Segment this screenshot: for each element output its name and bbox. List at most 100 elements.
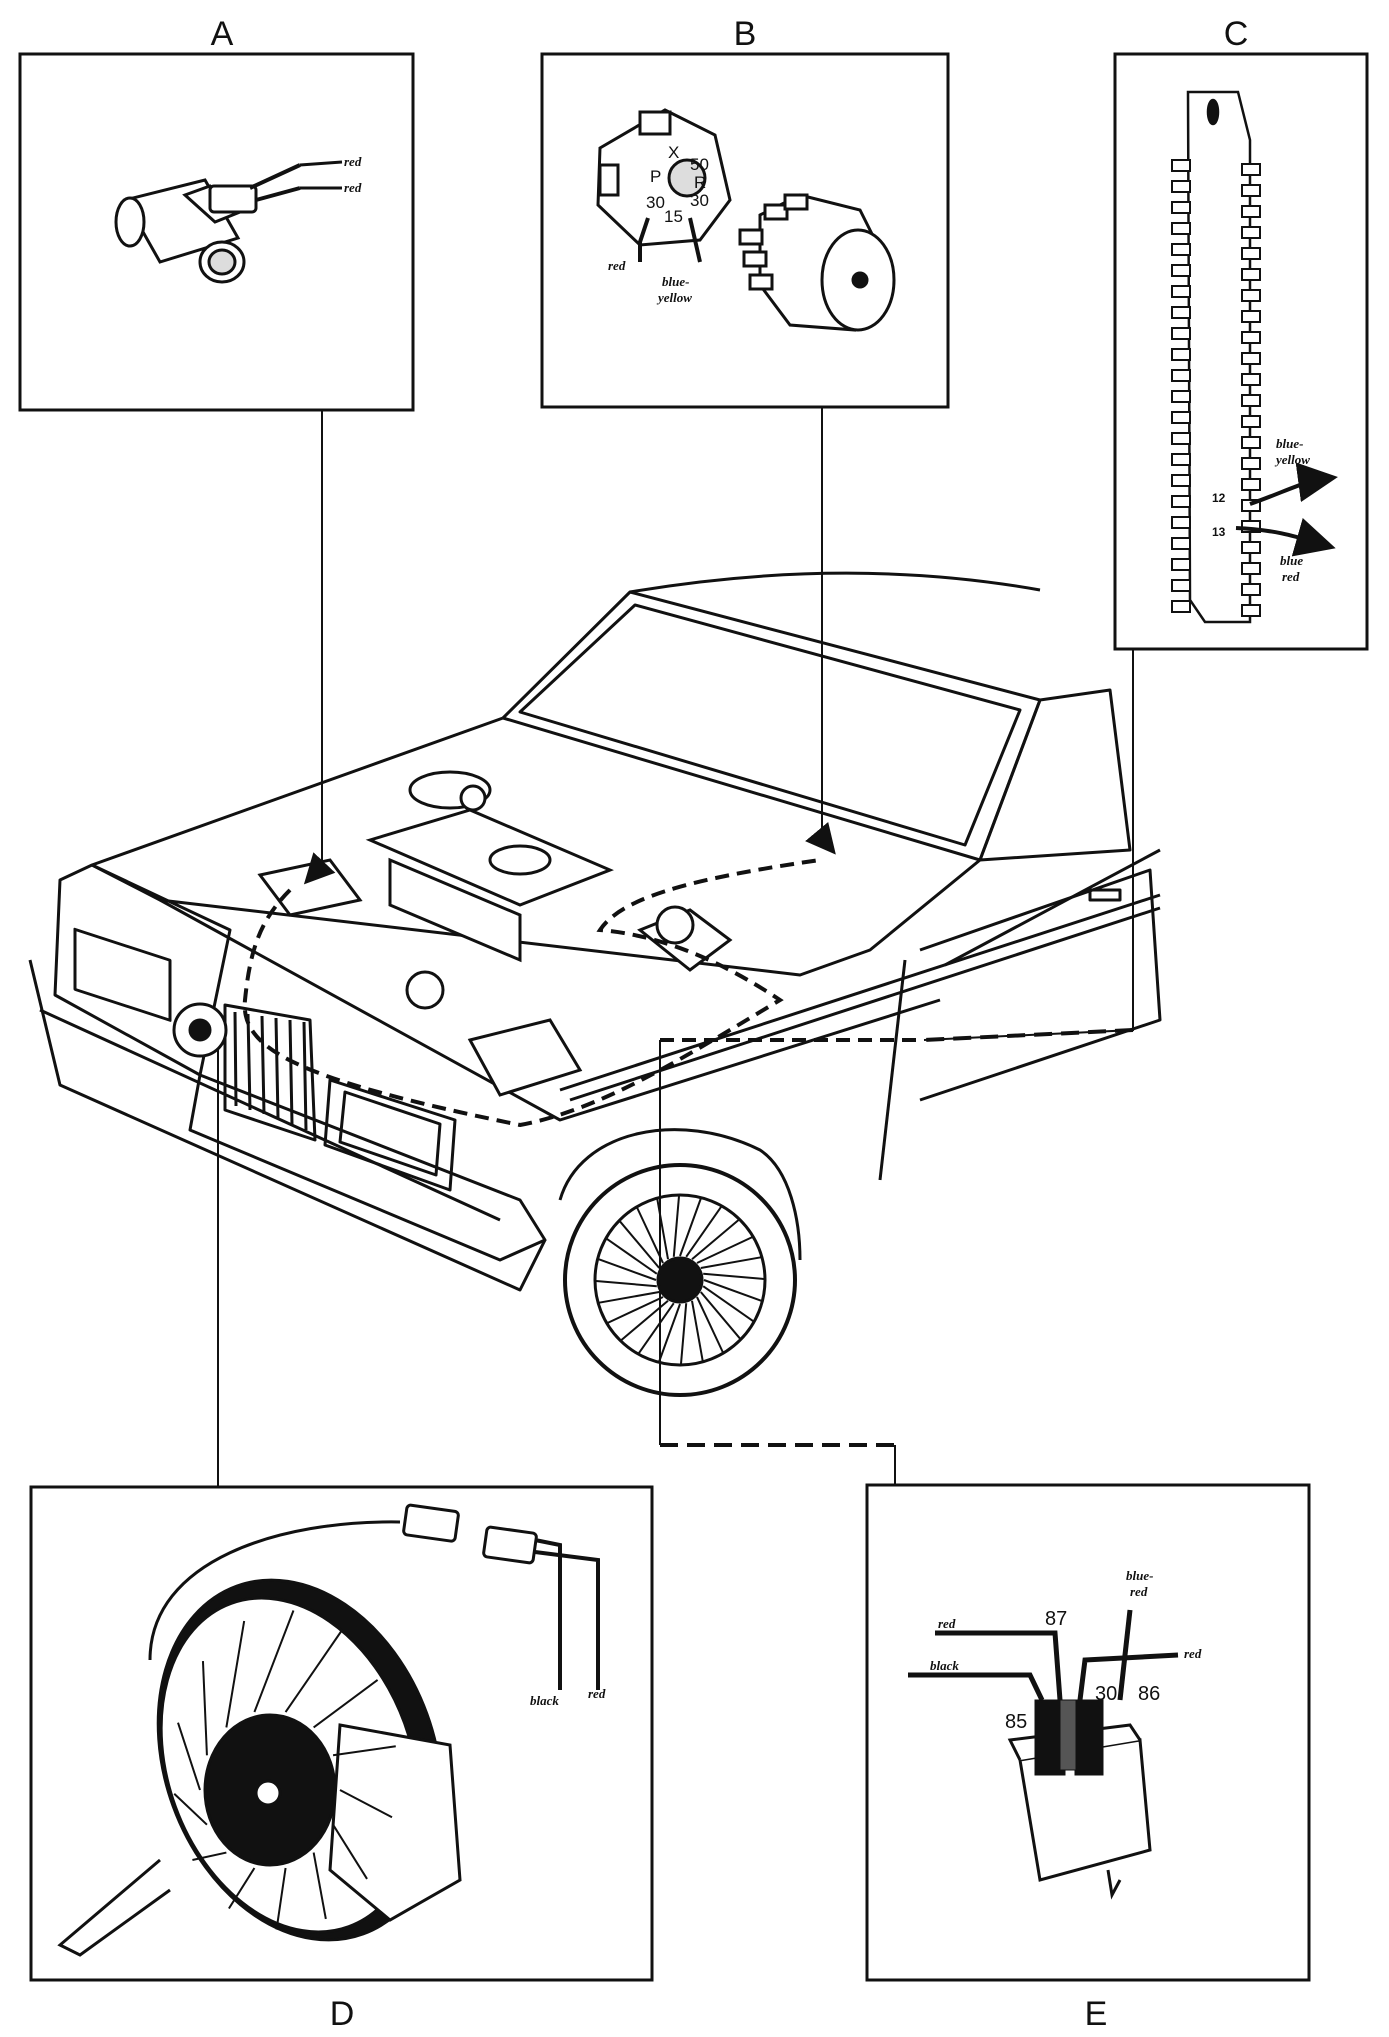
wheel-spoke [685, 1206, 722, 1258]
terminal-tab [1241, 331, 1261, 344]
fan-blade [225, 1620, 246, 1728]
terminal-tab [1241, 457, 1261, 470]
wheel-spoke [607, 1296, 664, 1324]
component-pointers [303, 821, 836, 885]
wheel-spoke [702, 1285, 754, 1322]
terminal-tab [1241, 604, 1261, 617]
terminal-tab [1241, 352, 1261, 365]
wheel-spoke [700, 1291, 741, 1340]
panel-e-wire-blue-red-2: red [1130, 1584, 1148, 1599]
fan-blade [228, 1867, 256, 1910]
switch-pos-30b: 30 [690, 191, 709, 210]
terminal-tab [1171, 600, 1191, 613]
panel-b-wire-blue-yellow-2: yellow [656, 290, 692, 305]
switch-pos-p: P [650, 167, 661, 186]
fan-blade [253, 1610, 295, 1713]
switch-pos-50: 50 [690, 155, 709, 174]
panel-e-pin-30: 30 [1095, 1683, 1117, 1705]
panel-c-letter: C [1224, 15, 1249, 53]
panel-e-wire-blue-red-1: blue- [1126, 1568, 1153, 1583]
panel-b-wire-red: red [608, 258, 626, 273]
wheel-spoke [672, 1195, 681, 1257]
terminal-tab [1171, 243, 1191, 256]
panel-c-terminals [1171, 159, 1261, 617]
wheel-spoke [700, 1256, 762, 1269]
panel-e-pin-85: 85 [1005, 1711, 1027, 1733]
terminal-tab [1171, 516, 1191, 529]
panel-c-wire-blue-yellow-1: blue- [1276, 436, 1303, 451]
fan-blades [173, 1610, 396, 1930]
terminal-tab [1171, 537, 1191, 550]
terminal-tab [1241, 226, 1261, 239]
panel-c-wire-blue-red-2: red [1282, 569, 1300, 584]
terminal-tab [1171, 327, 1191, 340]
panel-b-frame [540, 52, 950, 409]
panel-a-frame [18, 52, 415, 412]
terminal-tab [1241, 394, 1261, 407]
terminal-tab [1171, 201, 1191, 214]
panel-d-wire-black: black [530, 1693, 559, 1708]
terminal-tab [1241, 415, 1261, 428]
terminal-tab [1171, 390, 1191, 403]
panel-a-wire-label-2: red [344, 180, 362, 195]
wheel-spoke [619, 1220, 660, 1269]
wheel-spoke [620, 1300, 669, 1341]
panel-d-fan-illustration [57, 1503, 600, 1957]
terminal-tab [1241, 436, 1261, 449]
panel-e-pin-86: 86 [1138, 1683, 1160, 1705]
wheel-spoke [679, 1303, 688, 1365]
panel-a-letter: A [211, 15, 234, 53]
switch-pos-x: X [668, 143, 679, 162]
panel-b-lock-cylinder [738, 193, 896, 332]
terminal-tab [1241, 184, 1261, 197]
fan-blade [177, 1722, 201, 1791]
wheel-spoke [598, 1258, 657, 1281]
panel-d-wire-red: red [588, 1686, 606, 1701]
wheel-spoke [691, 1300, 704, 1362]
terminal-tab [1171, 369, 1191, 382]
terminal-tab [1241, 541, 1261, 554]
panel-b-wire-blue-yellow-1: blue- [662, 274, 689, 289]
terminal-tab [1241, 310, 1261, 323]
terminal-tab [1241, 478, 1261, 491]
wheel-spoke [656, 1198, 669, 1260]
terminal-tab [1171, 222, 1191, 235]
panel-e-wire-red-left: red [938, 1616, 956, 1631]
terminal-tab [1171, 453, 1191, 466]
panel-d-frame [29, 1485, 654, 1982]
wheel-spoke [696, 1296, 724, 1353]
panel-a-wire-label-1: red [344, 154, 362, 169]
dashed-harness-lines [660, 1028, 1134, 1447]
panel-c-wire-blue-red-1: blue [1280, 553, 1303, 568]
terminal-tab [1241, 163, 1261, 176]
terminal-tab [1241, 583, 1261, 596]
terminal-tab [1241, 205, 1261, 218]
panel-e-relay-wires [908, 1609, 1179, 1702]
terminal-tab [1171, 264, 1191, 277]
wheel-spoke [703, 1272, 765, 1281]
fan-blade [332, 1745, 396, 1757]
wheel-spoke [595, 1279, 657, 1288]
terminal-tab [1241, 289, 1261, 302]
fan-blade [332, 1824, 368, 1880]
panel-e-wire-red-right: red [1184, 1646, 1202, 1661]
fan-blade [201, 1661, 208, 1756]
wheel-spoke [703, 1279, 762, 1302]
switch-pos-15: 15 [664, 207, 683, 226]
terminal-tab [1241, 247, 1261, 260]
wheel-spoke [636, 1207, 664, 1264]
switch-pos-r: R [694, 173, 706, 192]
panel-c-wire-blue-yellow-2: yellow [1274, 452, 1310, 467]
terminal-tab [1171, 495, 1191, 508]
wheel-spokes [595, 1195, 765, 1365]
terminal-tab [1171, 558, 1191, 571]
panel-c-wires [1235, 462, 1338, 557]
terminal-tab [1171, 180, 1191, 193]
fan-blade [173, 1792, 208, 1826]
panel-e-frame [865, 1483, 1311, 1982]
terminal-tab [1171, 285, 1191, 298]
wheel-spoke [638, 1302, 675, 1354]
wiring-harness [242, 858, 920, 1128]
wheel-spoke [679, 1198, 702, 1257]
